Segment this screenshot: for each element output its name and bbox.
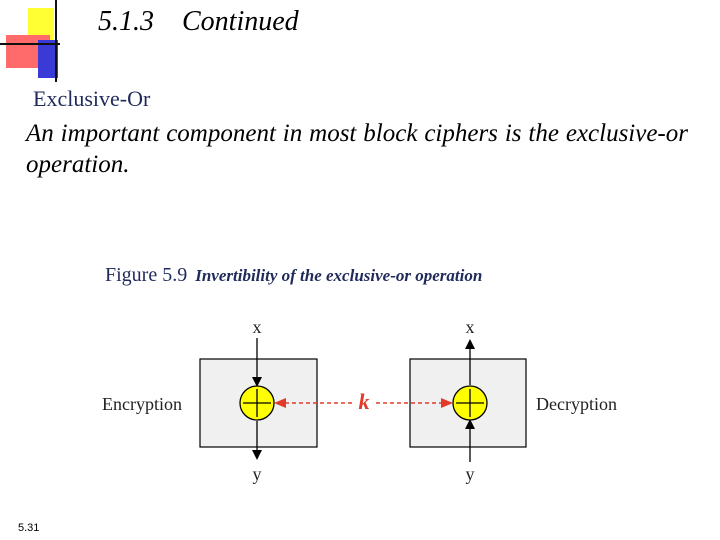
body-text: An important component in most block cip…	[26, 120, 688, 178]
figure-caption: Figure 5.9 Invertibility of the exclusive…	[105, 264, 482, 287]
slide-title: 5.1.3 Continued	[98, 6, 299, 38]
encryption-label: Encryption	[102, 394, 182, 414]
figure-caption-text: Invertibility of the exclusive-or operat…	[195, 266, 483, 285]
right-xor-icon	[452, 385, 488, 421]
decor-line-horizontal	[0, 43, 60, 45]
left-top-label: x	[253, 317, 262, 337]
key-label: k	[359, 389, 370, 414]
left-xor-icon	[239, 385, 275, 421]
decor-line-vertical	[55, 0, 57, 82]
right-bottom-label: y	[466, 464, 475, 484]
left-bottom-label: y	[253, 464, 262, 484]
slide-subtitle: Exclusive-Or	[33, 86, 151, 111]
page-number: 5.31	[18, 522, 40, 534]
decor-square-blue	[38, 40, 58, 78]
figure-number: Figure 5.9	[105, 264, 188, 286]
section-number: 5.1.3	[98, 6, 154, 37]
decryption-label: Decryption	[536, 394, 617, 414]
right-top-label: x	[466, 317, 475, 337]
section-title: Continued	[182, 6, 299, 37]
